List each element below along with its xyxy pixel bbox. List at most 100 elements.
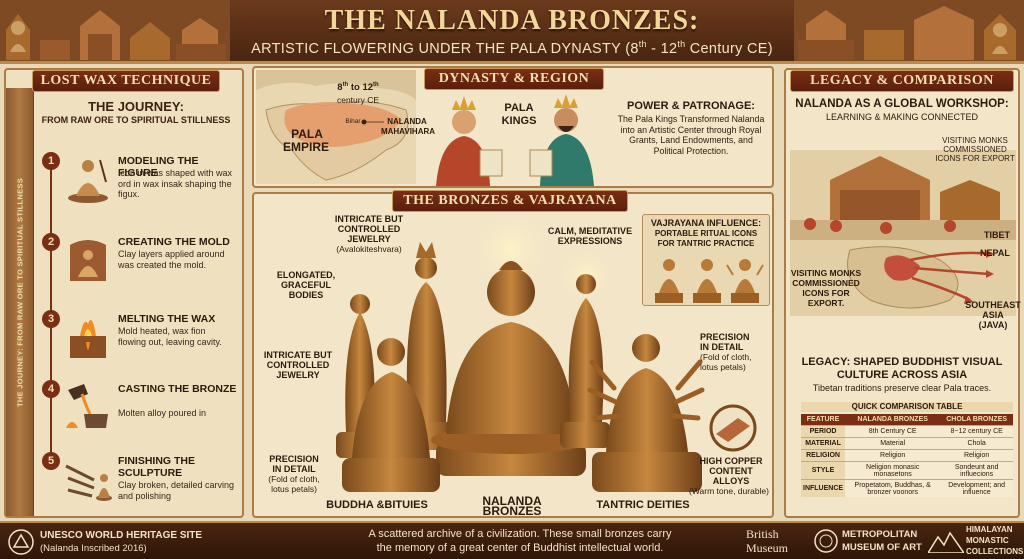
- footer-bar: UNESCO WORLD HERITAGE SITE (Nalanda Insc…: [0, 521, 1024, 559]
- dest-sea-2: ASIA: [982, 310, 1004, 320]
- table-cell: Material: [845, 437, 941, 450]
- jewelry-callout-c: JEWELRY: [347, 234, 391, 244]
- step-4: 4 CASTING THE BRONZE Molten alloy poured…: [42, 380, 238, 450]
- bronzes-banner: THE BRONZES & VAJRAYANA: [392, 190, 628, 212]
- table-cell: Propetatom, Buddhas, & bronzer voonors: [845, 479, 941, 497]
- kings-label-1: PALA: [504, 102, 534, 114]
- jewelry-callout-b: CONTROLLED: [337, 224, 401, 234]
- himalayan-line-1: HIMALAYAN: [966, 525, 1013, 534]
- footer-quote-2: the memory of a great center of Buddhist…: [376, 542, 664, 554]
- himalayan-line-3: COLLECTIONS: [966, 547, 1024, 556]
- met-museum-line-2: MUSEUM OF ART: [842, 542, 922, 553]
- footer-quote-1: A scattered archive of a civilization. T…: [368, 528, 672, 540]
- vajrayana-title: VAJRAYANA INFLUENCE:: [650, 218, 762, 228]
- step-title: FINISHING THE SCULPTURE: [118, 455, 196, 479]
- step-2: 2 CREATING THE MOLD Clay layers applied …: [42, 233, 238, 303]
- step-number: 1: [42, 152, 60, 170]
- table-cell: INFLUENCE: [801, 479, 846, 497]
- journey-subtitle: FROM RAW ORE TO SPIRITUAL STILLNESS: [41, 115, 231, 125]
- pala-kings-illustration: [436, 94, 594, 186]
- mountain-logo-icon: [928, 531, 964, 553]
- vajrayana-box: [642, 214, 770, 306]
- workshop-map-illustration: [790, 150, 1016, 316]
- clay-mold-icon: [70, 240, 106, 281]
- step-title: CREATING THE MOLD: [118, 236, 230, 248]
- bronze-sculptures-illustration: [336, 212, 705, 492]
- power-description: The Pala Kings Transformed Nalanda into …: [617, 114, 765, 156]
- british-museum-logo-2: Museum: [746, 541, 788, 555]
- dest-tibet: TIBET: [984, 230, 1010, 240]
- precision1-callout-b: IN DETAIL: [272, 464, 316, 474]
- met-museum-seal-icon: [814, 529, 838, 553]
- jewelry-callout-a: INTRICATE BUT: [334, 214, 404, 224]
- fire-icon: [70, 320, 106, 358]
- step-description: Icon in was shaped with wax ord in wax i…: [118, 168, 233, 199]
- power-title: POWER & PATRONAGE:: [627, 100, 755, 112]
- journey-title: THE JOURNEY:: [88, 99, 184, 114]
- casting-crucible-icon: [66, 384, 108, 428]
- temple-illustration-left: [0, 0, 230, 61]
- table-header-row: FEATURE NALANDA BRONZES CHOLA BRONZES: [801, 414, 1013, 426]
- kings-label-2: KINGS: [501, 115, 537, 127]
- visiting-monks-2c: ICONS FOR: [802, 288, 850, 298]
- workshop-subtitle: LEARNING & MAKING CONNECTED: [825, 112, 979, 122]
- visiting-monks-2b: COMMISSIONED: [792, 278, 860, 288]
- elongated-callout-a: ELONGATED,: [276, 270, 336, 280]
- table-cell: Neligion monasic monasetons: [845, 461, 941, 480]
- dynasty-banner: DYNASTY & REGION: [424, 68, 604, 90]
- map-label-bihar: Bihar: [345, 118, 361, 125]
- visiting-monks-1b: COMMISSIONED: [943, 145, 1007, 154]
- carved-pillar: THE JOURNEY: FROM RAW ORE TO SPIRITUAL S…: [6, 88, 34, 516]
- vajrayana-sub1: PORTABLE RITUAL ICONS: [654, 229, 758, 238]
- unesco-line-2: (Nalanda Inscribed 2016): [40, 543, 147, 554]
- copper-alloy-detail: [709, 404, 757, 452]
- legacy-banner: LEGACY & COMPARISON: [790, 70, 1014, 92]
- map-label-pala: PALA: [291, 127, 323, 141]
- met-museum-line-1: METROPOLITAN: [842, 529, 918, 540]
- table-cell: Chola: [940, 437, 1013, 450]
- lost-wax-banner: LOST WAX TECHNIQUE: [32, 70, 220, 92]
- table-cell: Development; and influence: [940, 479, 1013, 497]
- step-description: Clay layers applied around was created t…: [118, 249, 225, 270]
- visiting-monks-1a: VISITING MONKS: [942, 136, 1008, 145]
- comparison-table: FEATURE NALANDA BRONZES CHOLA BRONZES PE…: [801, 414, 1013, 497]
- caption-nalanda: NALANDA BRONZES: [482, 494, 542, 518]
- table-cell: 8th Century CE: [845, 425, 941, 438]
- step-number: 5: [42, 452, 60, 470]
- visiting-monks-1c: ICONS FOR EXPORT: [935, 154, 1015, 163]
- precision1-callout-c: (Fold of cloth,: [268, 474, 320, 484]
- precision2-callout-b: IN DETAIL: [700, 342, 744, 352]
- temple-illustration-right: [794, 0, 1024, 61]
- step-3: 3 MELTING THE WAX Mold heated, wax fion …: [42, 310, 238, 380]
- jewelry2-callout-c: JEWELRY: [276, 370, 320, 380]
- workshop-title: NALANDA AS A GLOBAL WORKSHOP:: [795, 98, 1009, 110]
- page-subtitle: ARTISTIC FLOWERING UNDER THE PALA DYNAST…: [251, 39, 773, 57]
- map-label-nalanda: NALANDA: [387, 117, 427, 126]
- dest-nepal: NEPAL: [980, 248, 1010, 258]
- era-label: 8th to 12th: [337, 82, 379, 94]
- carving-tools-icon: [65, 464, 112, 501]
- table-cell: 8~12 century CE: [940, 425, 1013, 438]
- elongated-callout-b: GRACEFUL: [281, 280, 331, 290]
- step-5: 5 FINISHING THE SCULPTURE Clay broken, d…: [42, 452, 238, 522]
- copper-callout-c: ALLOYS: [712, 476, 750, 486]
- visiting-monks-2a: VISITING MONKS: [790, 268, 862, 278]
- era-label-century: century CE: [336, 95, 380, 105]
- step-1: 1 MODELING THE FIGURE Icon in was shaped…: [42, 152, 238, 222]
- elongated-callout-c: BODIES: [288, 290, 324, 300]
- table-cell: Religion: [845, 449, 941, 462]
- table-cell: STYLE: [801, 461, 846, 480]
- step-number: 4: [42, 380, 60, 398]
- himalayan-line-2: MONASTIC: [966, 536, 1009, 545]
- table-title: QUICK COMPARISON TABLE: [801, 402, 1013, 412]
- vajrayana-sub2: FOR TANTRIC PRACTICE: [657, 239, 755, 248]
- table-cell: Sondeunt and influecions: [940, 461, 1013, 480]
- table-cell: PERIOD: [801, 425, 846, 438]
- copper-callout-b: CONTENT: [709, 466, 753, 476]
- table-header: FEATURE: [801, 414, 846, 426]
- table-header: NALANDA BRONZES: [845, 414, 941, 426]
- pillar-vertical-text: THE JOURNEY: FROM RAW ORE TO SPIRITUAL S…: [15, 178, 25, 407]
- precision1-callout-d: lotus petals): [271, 484, 317, 494]
